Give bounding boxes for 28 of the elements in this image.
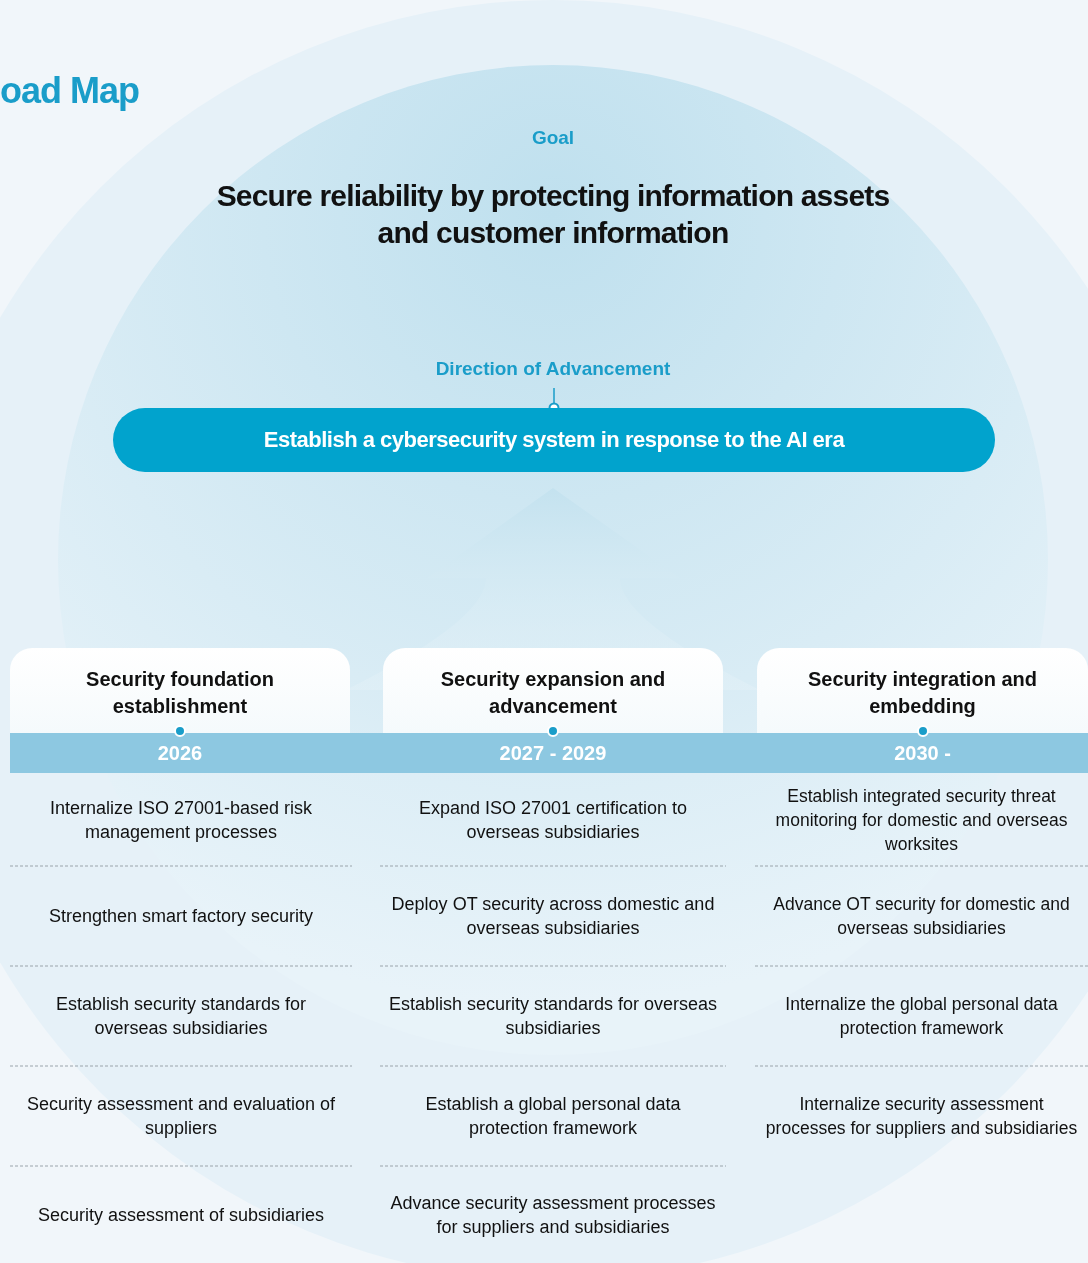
phase-heading: Security integration and embedding: [807, 667, 1038, 719]
roadmap-item: Strengthen smart factory security: [47, 905, 315, 928]
roadmap-item: Security assessment of subsidiaries: [36, 1203, 326, 1227]
roadmap-item: Internalize the global personal data protection framework: [784, 993, 1059, 1040]
roadmap-item: Establish security standards for overseas subsidiaries: [54, 993, 308, 1040]
page-title: oad Map: [0, 70, 139, 112]
roadmap-item: Establish integrated security threat monitoring for domestic and overseas worksites: [774, 784, 1069, 856]
phase-heading: Security expansion and advancement: [439, 667, 667, 719]
year-label: 2027 - 2029: [498, 742, 608, 765]
year-label: 2030 -: [893, 742, 952, 765]
direction-pill: Establish a cybersecurity system in response to the AI era: [113, 408, 995, 472]
phase-heading: Security foundation establishment: [85, 667, 275, 719]
direction-heading: Direction of Advancement: [434, 358, 672, 380]
goal-label: Goal: [530, 127, 576, 149]
goal-statement: Secure reliability by protecting information assets and customer information: [215, 178, 891, 251]
roadmap-item: Expand ISO 27001 certification to overseas subsidiaries: [417, 796, 689, 844]
roadmap-item: Security assessment and evaluation of suppliers: [25, 1093, 337, 1140]
roadmap-item: Establish a global personal data protection framework: [424, 1093, 682, 1140]
year-label: 2026: [156, 742, 204, 765]
roadmap-item: Establish security standards for overseas subsidiaries: [387, 993, 719, 1040]
roadmap-item: Internalize security assessment processes for suppliers and subsidiaries: [764, 1093, 1079, 1140]
phase-card: [383, 648, 723, 773]
roadmap-item: Advance OT security for domestic and overseas subsidiaries: [772, 893, 1071, 940]
roadmap-item: Advance security assessment processes for suppliers and subsidiaries: [389, 1191, 717, 1239]
roadmap-item: Internalize ISO 27001-based risk management processes: [48, 796, 314, 844]
phase-card: [757, 648, 1088, 773]
phase-card: [10, 648, 350, 773]
roadmap-item: Deploy OT security across domestic and overseas subsidiaries: [390, 893, 716, 940]
